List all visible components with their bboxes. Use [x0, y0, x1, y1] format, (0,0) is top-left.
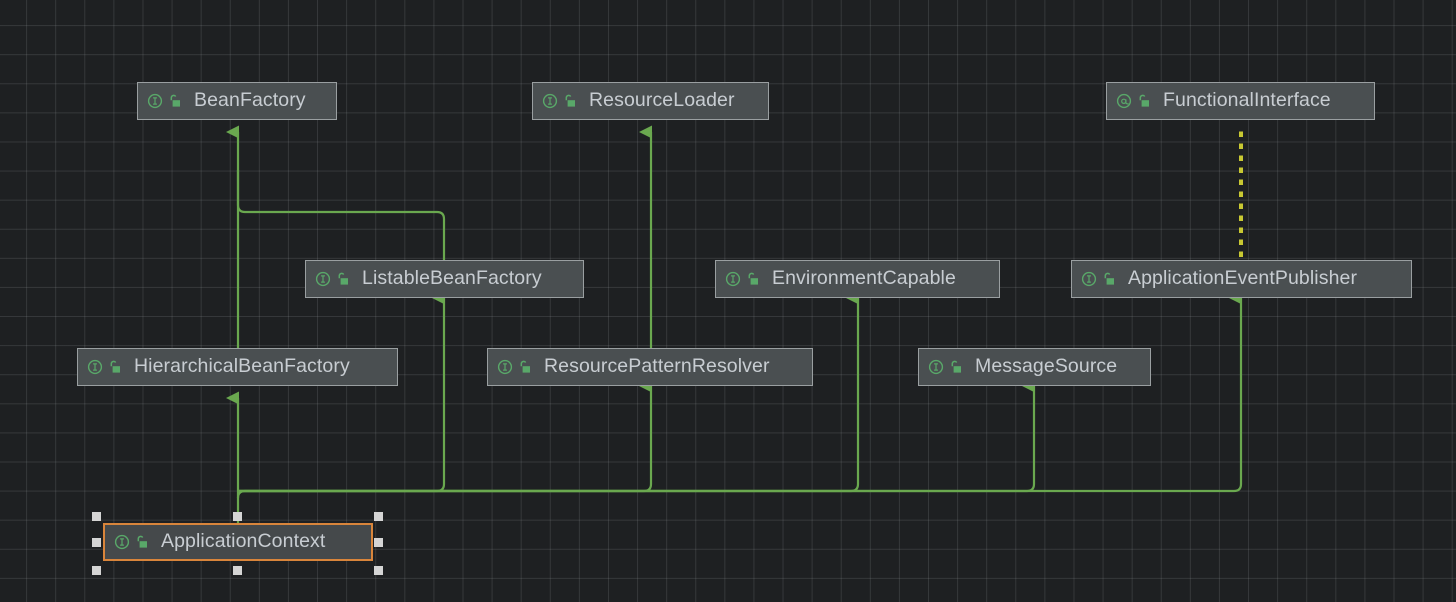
- node-environmentcapable[interactable]: EnvironmentCapable: [715, 260, 1000, 298]
- edge-applicationcontext-environmentcapable: [238, 291, 860, 493]
- interface-icon: [497, 359, 513, 375]
- public-lock-icon: [137, 535, 147, 548]
- selection-handle-bottom-right[interactable]: [374, 566, 383, 575]
- node-applicationcontext[interactable]: ApplicationContext: [103, 523, 373, 561]
- edge-applicationcontext-resourcepatternresolver: [238, 379, 653, 493]
- public-lock-icon: [951, 360, 961, 373]
- edge-applicationcontext-applicationeventpublisher: [238, 291, 1243, 493]
- public-lock-icon: [520, 360, 530, 373]
- node-hierarchicalbeanfactory[interactable]: HierarchicalBeanFactory: [77, 348, 398, 386]
- node-resourcepatternresolver[interactable]: ResourcePatternResolver: [487, 348, 813, 386]
- node-label: MessageSource: [975, 355, 1118, 378]
- interface-icon: [114, 534, 130, 550]
- selection-handle-middle-left[interactable]: [92, 538, 101, 547]
- edge-listablebeanfactory-beanfactory: [236, 170, 446, 260]
- node-label: ApplicationEventPublisher: [1128, 267, 1358, 290]
- node-label: FunctionalInterface: [1163, 89, 1331, 112]
- public-lock-icon: [1139, 94, 1149, 107]
- interface-icon: [725, 271, 741, 287]
- public-lock-icon: [748, 272, 758, 285]
- node-label: ResourcePatternResolver: [544, 355, 770, 378]
- public-lock-icon: [110, 360, 120, 373]
- public-lock-icon: [170, 94, 180, 107]
- public-lock-icon: [1104, 272, 1114, 285]
- node-label: ApplicationContext: [161, 530, 326, 553]
- node-label: EnvironmentCapable: [772, 267, 956, 290]
- selection-handle-top-center[interactable]: [233, 512, 242, 521]
- interface-icon: [1081, 271, 1097, 287]
- selection-handle-top-left[interactable]: [92, 512, 101, 521]
- node-functionalinterface[interactable]: FunctionalInterface: [1106, 82, 1375, 120]
- node-resourceloader[interactable]: ResourceLoader: [532, 82, 769, 120]
- interface-icon: [315, 271, 331, 287]
- node-label: BeanFactory: [194, 89, 306, 112]
- node-applicationeventpublisher[interactable]: ApplicationEventPublisher: [1071, 260, 1412, 298]
- node-label: ListableBeanFactory: [362, 267, 542, 290]
- edge-applicationcontext-listablebeanfactory: [236, 291, 446, 499]
- interface-icon: [87, 359, 103, 375]
- selection-handle-middle-right[interactable]: [374, 538, 383, 547]
- interface-icon: [147, 93, 163, 109]
- edge-applicationcontext-messagesource: [238, 379, 1036, 493]
- selection-handle-top-right[interactable]: [374, 512, 383, 521]
- annotation-icon: [1116, 93, 1132, 109]
- public-lock-icon: [565, 94, 575, 107]
- node-label: HierarchicalBeanFactory: [134, 355, 350, 378]
- node-listablebeanfactory[interactable]: ListableBeanFactory: [305, 260, 584, 298]
- selection-handle-bottom-left[interactable]: [92, 566, 101, 575]
- node-label: ResourceLoader: [589, 89, 735, 112]
- node-messagesource[interactable]: MessageSource: [918, 348, 1151, 386]
- selection-handle-bottom-center[interactable]: [233, 566, 242, 575]
- interface-icon: [928, 359, 944, 375]
- public-lock-icon: [338, 272, 348, 285]
- interface-icon: [542, 93, 558, 109]
- node-beanfactory[interactable]: BeanFactory: [137, 82, 337, 120]
